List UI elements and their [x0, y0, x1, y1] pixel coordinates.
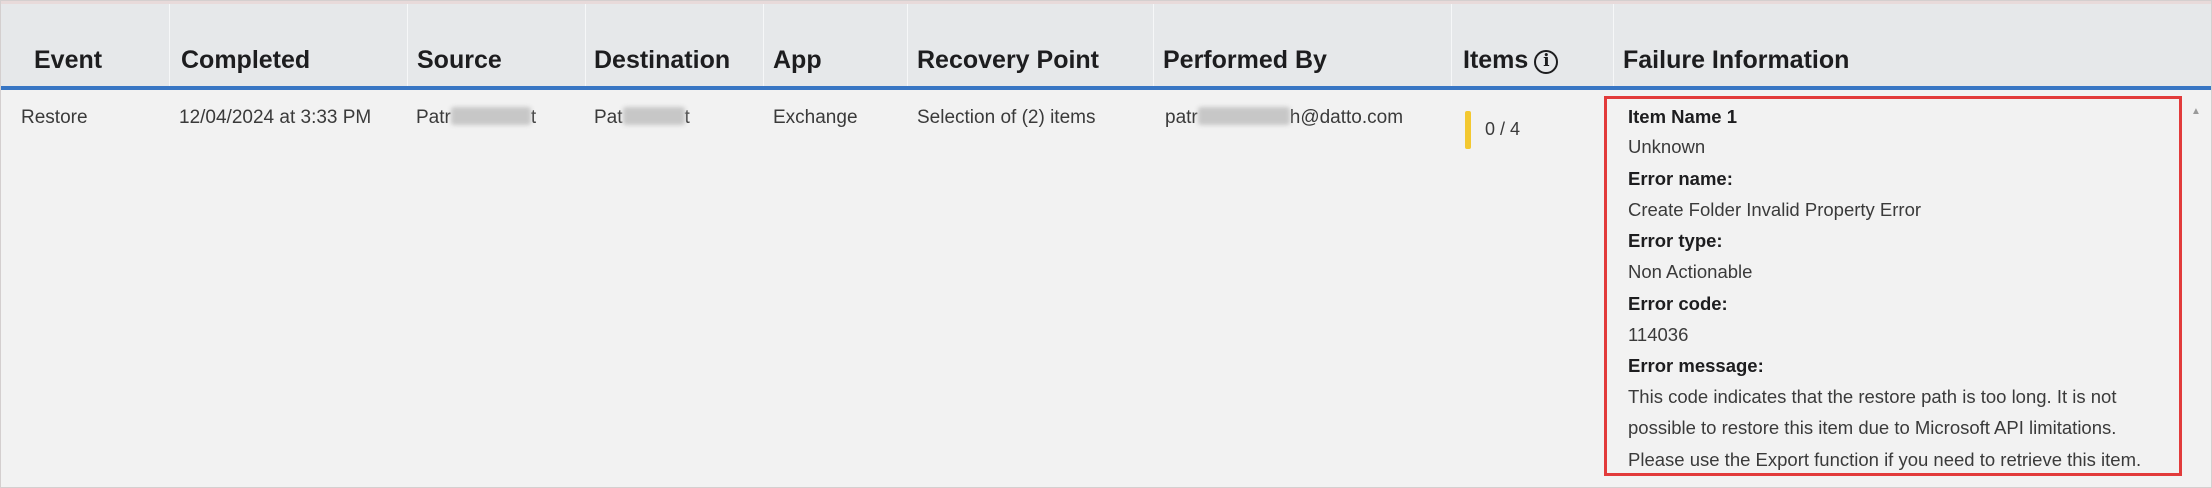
column-separator: [1153, 4, 1154, 86]
header-event[interactable]: Event: [34, 46, 103, 74]
cell-source-prefix: Patr: [416, 107, 451, 128]
items-count: 0 / 4: [1485, 119, 1521, 139]
cell-recovery-point: Selection of (2) items: [917, 107, 1096, 128]
cell-app: Exchange: [773, 107, 858, 128]
cell-source-suffix: t: [530, 107, 537, 128]
column-separator: [907, 4, 908, 86]
header-underline: [1, 86, 2211, 90]
error-message-line-3: Please use the Export function if you ne…: [1628, 449, 2142, 470]
cell-performed-by-suffix: h@datto.com: [1289, 107, 1404, 128]
items-progress-indicator: [1465, 111, 1471, 149]
header-items-label: Items: [1463, 46, 1529, 74]
cell-source: Patr t: [416, 106, 536, 130]
item-name-value: Unknown: [1628, 136, 1706, 157]
header-app[interactable]: App: [773, 46, 822, 74]
cell-event: Restore: [21, 107, 88, 128]
cell-destination-suffix: t: [684, 107, 690, 128]
column-separator: [407, 4, 408, 86]
info-icon[interactable]: i: [1534, 50, 1559, 74]
error-code-value: 114036: [1628, 324, 1689, 345]
error-message-line-2: possible to restore this item due to Mic…: [1628, 417, 2117, 438]
error-code-label: Error code:: [1628, 293, 1728, 314]
failure-information-highlight: [1604, 96, 2182, 476]
column-separator: [1613, 4, 1614, 86]
error-type-label: Error type:: [1628, 230, 1723, 251]
redacted-blur: [1197, 107, 1290, 125]
redacted-blur: [622, 107, 685, 125]
cell-completed: 12/04/2024 at 3:33 PM: [179, 107, 372, 128]
item-name-label: Item Name 1: [1628, 106, 1737, 127]
cell-performed-by: patr h@datto.com: [1165, 106, 1403, 130]
column-separator: [1451, 4, 1452, 86]
scroll-up-arrow-icon[interactable]: ▲: [2191, 106, 2201, 117]
table-header: [1, 4, 2211, 86]
cell-destination: Pat t: [594, 106, 690, 130]
top-border: [1, 1, 2211, 4]
header-failure-information[interactable]: Failure Information: [1623, 46, 1850, 74]
error-name-value: Create Folder Invalid Property Error: [1628, 199, 1922, 220]
header-destination[interactable]: Destination: [594, 46, 731, 74]
column-separator: [169, 4, 170, 86]
cell-destination-prefix: Pat: [594, 107, 623, 128]
column-separator: [585, 4, 586, 86]
header-recovery-point[interactable]: Recovery Point: [917, 46, 1100, 74]
redacted-blur: [450, 107, 531, 125]
error-message-label: Error message:: [1628, 355, 1764, 376]
error-name-label: Error name:: [1628, 168, 1733, 189]
error-type-value: Non Actionable: [1628, 261, 1753, 282]
header-source[interactable]: Source: [417, 46, 502, 74]
header-completed[interactable]: Completed: [181, 46, 311, 74]
header-performed-by[interactable]: Performed By: [1163, 46, 1327, 74]
error-message-line-1: This code indicates that the restore pat…: [1628, 386, 2117, 407]
cell-performed-by-prefix: patr: [1165, 107, 1198, 128]
column-separator: [763, 4, 764, 86]
